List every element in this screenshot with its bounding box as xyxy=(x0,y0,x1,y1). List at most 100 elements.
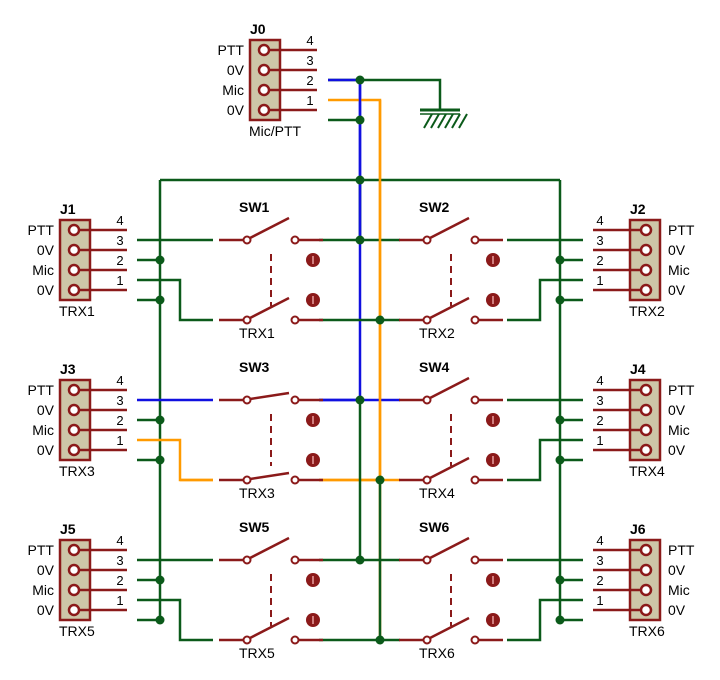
wire-right-mic xyxy=(507,278,583,322)
switch-terminal xyxy=(242,475,252,485)
switch-terminal xyxy=(290,395,300,405)
connector-pin xyxy=(67,243,81,257)
signal-label: 0V xyxy=(37,602,55,618)
switch-blade xyxy=(429,296,470,320)
junction-dot xyxy=(355,395,365,405)
ground-hatch xyxy=(423,113,433,129)
signal-label: 0V xyxy=(668,402,686,418)
switch-label-sw1: TRX1 xyxy=(239,325,275,341)
switch-terminal xyxy=(422,635,432,645)
junction-dot xyxy=(155,455,165,465)
switch-blade xyxy=(249,536,290,560)
pin-number: 3 xyxy=(596,393,603,408)
signal-label: 0V xyxy=(668,562,686,578)
connector-pin xyxy=(639,243,653,257)
switch-label-sw3: TRX3 xyxy=(239,485,275,501)
switch-terminal xyxy=(290,475,300,485)
junction-dot xyxy=(155,295,165,305)
wire-left-mic xyxy=(137,598,213,642)
connector-ref-j6: J6 xyxy=(630,521,646,537)
switch-ref-sw4: SW4 xyxy=(419,359,450,375)
connector-pin xyxy=(639,283,653,297)
connector-pin xyxy=(67,543,81,557)
connector-ref-j2: J2 xyxy=(630,201,646,217)
junction-dot xyxy=(555,415,565,425)
connector-caption-j4: TRX4 xyxy=(629,463,665,479)
signal-label: Mic xyxy=(668,582,690,598)
connector-ref-j1: J1 xyxy=(60,201,76,217)
pin-number: 4 xyxy=(116,373,123,388)
switch-terminal xyxy=(422,315,432,325)
pin-number: 3 xyxy=(116,553,123,568)
switch-terminal xyxy=(242,555,252,565)
switch-blade xyxy=(249,216,290,240)
pin-number: 1 xyxy=(116,273,123,288)
ground-hatch xyxy=(444,113,454,129)
connector-caption-j2: TRX2 xyxy=(629,303,665,319)
connector-pin xyxy=(67,603,81,617)
pin-number: 2 xyxy=(306,73,313,88)
pin-number: 1 xyxy=(116,433,123,448)
pin-number: 4 xyxy=(596,533,603,548)
switch-terminal xyxy=(422,475,432,485)
junction-dot xyxy=(555,615,565,625)
switch-blade xyxy=(429,216,470,240)
connector-ref-j4: J4 xyxy=(630,361,646,377)
connector-caption-j3: TRX3 xyxy=(59,463,95,479)
signal-label: PTT xyxy=(218,42,245,58)
pin-number: 4 xyxy=(596,213,603,228)
pin-number: 1 xyxy=(116,593,123,608)
connector-ref-j5: J5 xyxy=(60,521,76,537)
switch-terminal xyxy=(422,395,432,405)
junction-dot xyxy=(155,615,165,625)
pin-number: 4 xyxy=(306,33,313,48)
signal-label: Mic xyxy=(222,82,244,98)
connector-pin xyxy=(639,403,653,417)
junction-dot xyxy=(375,475,385,485)
pin-number: 2 xyxy=(596,573,603,588)
switch-terminal xyxy=(290,235,300,245)
junction-dot xyxy=(155,255,165,265)
signal-label: PTT xyxy=(668,222,695,238)
switch-terminal xyxy=(290,635,300,645)
connector-pin xyxy=(639,543,653,557)
connector-pin xyxy=(67,443,81,457)
junction-dot xyxy=(355,115,365,125)
signal-label: PTT xyxy=(28,222,55,238)
connector-pin xyxy=(639,563,653,577)
connector-pin xyxy=(639,443,653,457)
switch-blade xyxy=(249,616,290,640)
signal-label: PTT xyxy=(28,542,55,558)
switch-terminal xyxy=(242,635,252,645)
connector-pin xyxy=(639,263,653,277)
connector-pin xyxy=(257,83,271,97)
pin-number: 1 xyxy=(596,593,603,608)
switch-terminal xyxy=(422,235,432,245)
pin-number: 3 xyxy=(306,53,313,68)
connector-pin xyxy=(257,43,271,57)
connector-pin xyxy=(639,603,653,617)
switch-terminal xyxy=(470,475,480,485)
signal-label: 0V xyxy=(37,442,55,458)
signal-label: Mic xyxy=(32,262,54,278)
signal-label: 0V xyxy=(668,602,686,618)
signal-label: 0V xyxy=(37,562,55,578)
connector-ref-j3: J3 xyxy=(60,361,76,377)
signal-label: 0V xyxy=(668,282,686,298)
switch-terminal xyxy=(470,555,480,565)
connector-pin xyxy=(639,583,653,597)
ground-hatch xyxy=(430,113,440,129)
switch-terminal xyxy=(470,635,480,645)
signal-label: 0V xyxy=(37,242,55,258)
signal-label: Mic xyxy=(32,582,54,598)
connector-pin xyxy=(67,403,81,417)
connector-caption-j5: TRX5 xyxy=(59,623,95,639)
ground-hatch xyxy=(437,113,447,129)
junction-dot xyxy=(555,295,565,305)
pin-number: 3 xyxy=(596,553,603,568)
connector-pin xyxy=(257,103,271,117)
switch-blade xyxy=(429,456,470,480)
pin-number: 2 xyxy=(596,413,603,428)
signal-label: 0V xyxy=(668,442,686,458)
